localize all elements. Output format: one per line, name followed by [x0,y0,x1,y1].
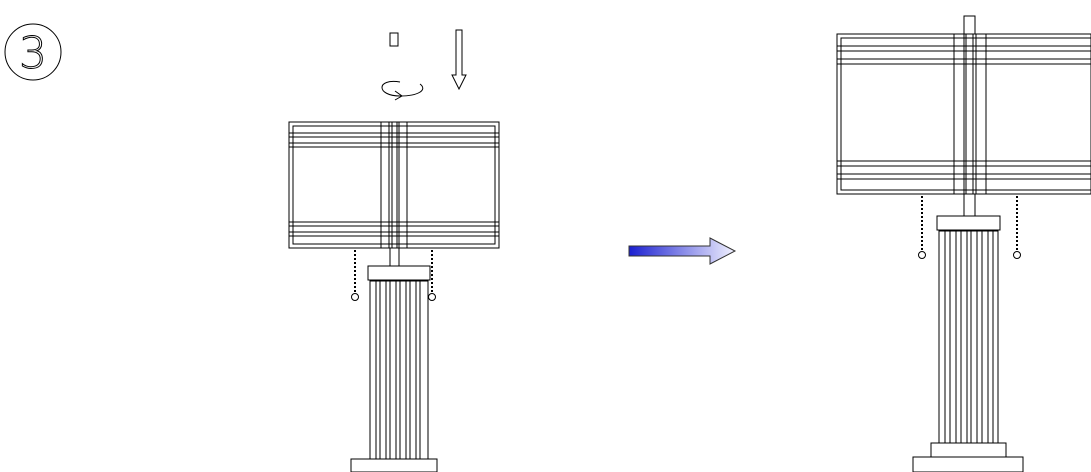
pull-chain-left [351,250,359,301]
down-arrow-icon [451,29,467,91]
lamp-after [836,15,1091,472]
rotate-arrow-icon [381,80,424,101]
finial-installed [963,15,976,35]
lamp-column [367,265,431,460]
lamp-before [288,121,500,472]
step-number: 3 [19,28,47,79]
lamp-shade [288,121,500,249]
lamp-neck [389,247,400,267]
step-number-circle-icon: 3 [4,23,62,81]
lamp-base-assembled [912,456,1024,472]
lamp-base [350,458,438,472]
pull-chain-left-assembled [918,196,926,259]
lamp-shade-assembled [836,33,1091,195]
next-step-arrow-icon [628,237,737,265]
pull-chain-right-assembled [1013,196,1021,259]
lamp-plinth-assembled [930,442,1007,458]
finial-icon [389,32,399,47]
lamp-column-assembled [936,215,1001,444]
lamp-neck-assembled [963,193,976,217]
